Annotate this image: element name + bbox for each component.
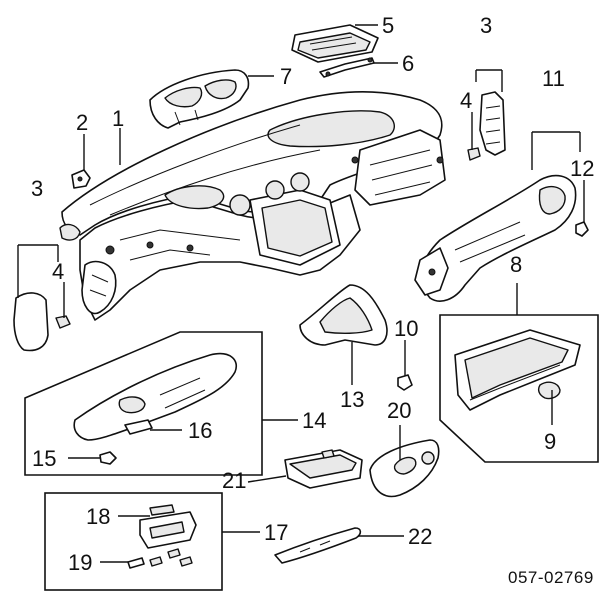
group-box-8 bbox=[439, 314, 599, 463]
bracket-part-2 bbox=[71, 169, 91, 189]
callout-4-left: 4 bbox=[52, 259, 64, 284]
callout-4-right: 4 bbox=[460, 88, 472, 113]
callout-8: 8 bbox=[510, 252, 522, 277]
leader-lines bbox=[17, 24, 585, 563]
callout-9: 9 bbox=[544, 429, 556, 454]
clip-part-15 bbox=[99, 451, 117, 465]
callout-3-left: 3 bbox=[31, 176, 43, 201]
side-cover-right-part bbox=[467, 91, 506, 161]
instrument-panel-part bbox=[59, 90, 446, 321]
group-box-14 bbox=[24, 331, 263, 476]
panel-part-18 bbox=[139, 504, 197, 549]
callout-20: 20 bbox=[387, 398, 411, 423]
callout-12: 12 bbox=[570, 156, 594, 181]
callout-16: 16 bbox=[188, 418, 212, 443]
callout-6: 6 bbox=[402, 51, 414, 76]
callout-7: 7 bbox=[280, 64, 292, 89]
callout-11: 11 bbox=[542, 66, 565, 91]
storage-bin-part-21 bbox=[284, 449, 363, 489]
clip-part-10 bbox=[397, 374, 413, 391]
callout-22: 22 bbox=[408, 524, 432, 549]
screw-part-19 bbox=[127, 548, 193, 569]
console-panel-part-20 bbox=[369, 439, 440, 498]
bracket-part-16 bbox=[124, 419, 153, 435]
callout-15: 15 bbox=[32, 446, 56, 471]
callout-19: 19 bbox=[68, 550, 92, 575]
callout-3-right: 3 bbox=[480, 13, 492, 38]
callout-5: 5 bbox=[382, 13, 394, 38]
callout-numbers: 1 2 3 4 5 6 7 3 4 11 12 8 9 10 13 14 15 … bbox=[31, 13, 594, 575]
callout-21: 21 bbox=[222, 468, 246, 493]
finish-panel-part-13 bbox=[299, 284, 388, 346]
callout-17: 17 bbox=[264, 520, 288, 545]
glove-box-part bbox=[454, 329, 581, 411]
callout-1: 1 bbox=[112, 106, 124, 131]
callout-10: 10 bbox=[394, 316, 418, 341]
group-box-17 bbox=[44, 492, 223, 591]
callout-13: 13 bbox=[340, 387, 364, 412]
diagram-code: 057-02769 bbox=[508, 568, 594, 587]
lower-cover-part-14 bbox=[73, 353, 237, 441]
callout-14: 14 bbox=[302, 408, 326, 433]
callout-18: 18 bbox=[86, 504, 110, 529]
clip-part-12 bbox=[575, 221, 589, 237]
side-cover-left-part bbox=[13, 292, 71, 352]
callout-2: 2 bbox=[76, 110, 88, 135]
trim-strip-part-22 bbox=[274, 527, 362, 564]
airbag-module-part bbox=[291, 24, 379, 63]
meter-hood-part bbox=[149, 69, 250, 129]
lower-panel-right-part bbox=[414, 174, 577, 302]
